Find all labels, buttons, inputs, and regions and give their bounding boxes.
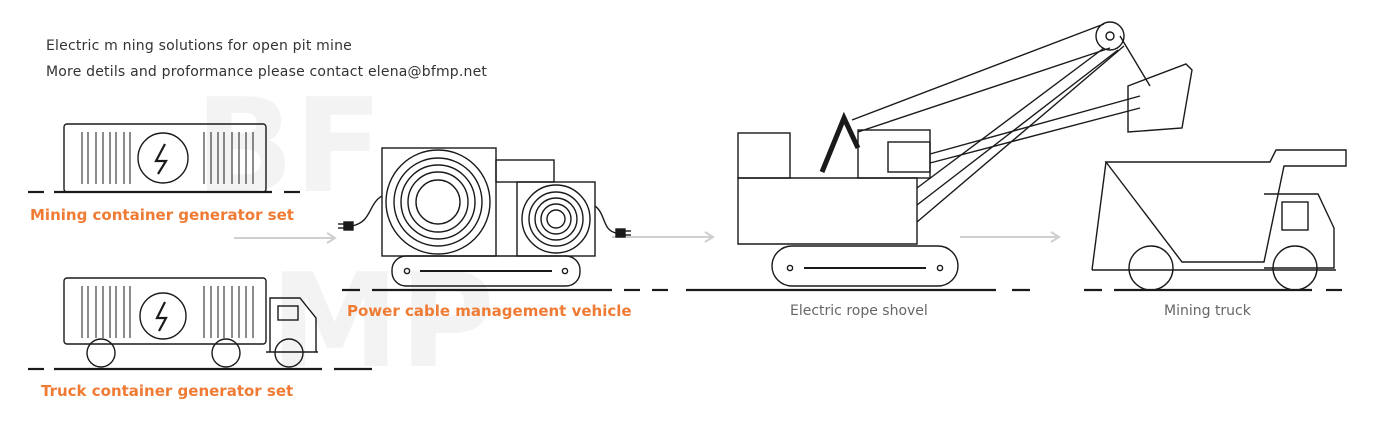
mining-truck (1084, 149, 1347, 292)
container-ribs (81, 286, 254, 338)
crawler-track (771, 245, 959, 287)
power-cable-vehicle (338, 147, 640, 292)
a-frame (819, 111, 861, 173)
crawler-track (391, 255, 581, 287)
boom-sheave (1095, 21, 1125, 51)
arrow-right-icon (960, 231, 1061, 243)
lightning-bolt-icon (137, 132, 189, 184)
electric-rope-shovel (652, 21, 1193, 292)
intro-line-2: More detils and proformance please conta… (46, 64, 488, 80)
mining-container-generator (28, 123, 300, 194)
power-plug-icon (615, 228, 631, 238)
truck-wheel (86, 338, 116, 368)
arrow-right-icon (234, 232, 337, 244)
intro-line-1: Electric m ning solutions for open pit m… (46, 38, 352, 54)
cable-reel-large (385, 149, 491, 255)
truck-wheel (274, 338, 304, 368)
label-mining-truck: Mining truck (1164, 303, 1251, 319)
power-plug-icon (338, 221, 354, 231)
flow-arrows (234, 231, 1061, 244)
lightning-bolt-icon (139, 292, 187, 340)
label-truck-container-generator: Truck container generator set (41, 382, 294, 400)
truck-wheel (1128, 245, 1174, 291)
lightning-bolt-icon (154, 143, 168, 175)
container-ribs (81, 132, 254, 184)
truck-wheel (211, 338, 241, 368)
dump-body (1104, 149, 1347, 263)
lightning-bolt-icon (155, 301, 168, 332)
label-power-cable-vehicle: Power cable management vehicle (347, 302, 632, 320)
label-mining-container-generator: Mining container generator set (30, 206, 294, 224)
cable-reel-small (521, 184, 591, 254)
watermark-bf: BF (195, 70, 383, 222)
label-electric-rope-shovel: Electric rope shovel (790, 303, 928, 319)
arrow-right-icon (612, 231, 715, 243)
dipper-bucket (1127, 63, 1193, 133)
truck-container-generator (28, 277, 372, 371)
